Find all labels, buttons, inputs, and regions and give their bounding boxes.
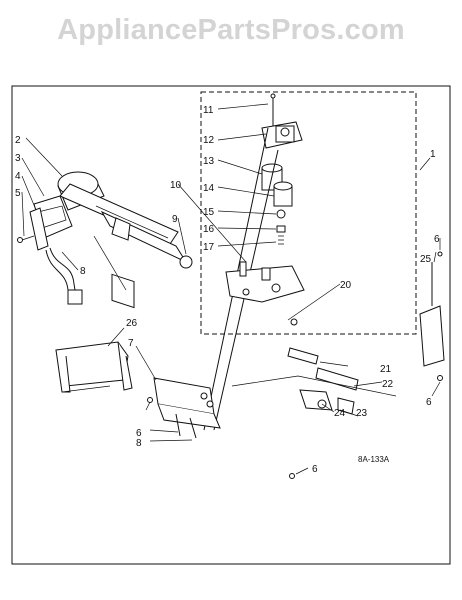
side-bracket — [419, 251, 445, 381]
screw — [147, 397, 153, 403]
callout-1: 1 — [430, 149, 436, 160]
diagram-frame — [11, 85, 451, 565]
callout-3: 3 — [15, 153, 21, 164]
leader-lines — [21, 103, 441, 475]
callout-25: 25 — [420, 254, 432, 265]
callout-24: 24 — [334, 408, 346, 419]
callout-17: 17 — [203, 242, 215, 253]
callout-labels: 1 2 3 4 5 6 6 6 6 7 8 8 9 10 11 12 13 14… — [15, 105, 440, 475]
screw — [289, 473, 295, 479]
callout-8-top: 8 — [80, 266, 86, 277]
callout-4: 4 — [15, 171, 21, 182]
diagram-code: 8A-133A — [358, 455, 390, 464]
orifice-fittings — [231, 347, 397, 415]
callout-22: 22 — [382, 379, 394, 390]
burner-assembly — [17, 171, 179, 305]
callout-15: 15 — [203, 207, 215, 218]
burner-tube — [93, 210, 193, 309]
callout-6-left: 6 — [136, 428, 142, 439]
callout-12: 12 — [203, 135, 215, 146]
callout-20: 20 — [340, 280, 352, 291]
callout-16: 16 — [203, 224, 215, 235]
callout-6-bottom: 6 — [312, 464, 318, 475]
valve-stack — [203, 93, 305, 431]
callout-21: 21 — [380, 364, 392, 375]
callout-13: 13 — [203, 156, 215, 167]
callout-8-bottom: 8 — [136, 438, 142, 449]
callout-23: 23 — [356, 408, 368, 419]
callout-26: 26 — [126, 318, 138, 329]
callout-6-top-right: 6 — [434, 234, 440, 245]
callout-9: 9 — [172, 214, 178, 225]
mounting-bracket — [55, 341, 133, 393]
callout-2: 2 — [15, 135, 21, 146]
callout-11: 11 — [203, 105, 214, 116]
callout-10: 10 — [170, 180, 182, 191]
callout-14: 14 — [203, 183, 215, 194]
watermark: AppliancePartsPros.com — [57, 14, 405, 46]
callout-6-right: 6 — [426, 397, 432, 408]
valve-bracket — [153, 377, 221, 439]
callout-7: 7 — [128, 338, 134, 349]
valve-assembly-box — [200, 91, 417, 335]
callout-5: 5 — [15, 188, 21, 199]
